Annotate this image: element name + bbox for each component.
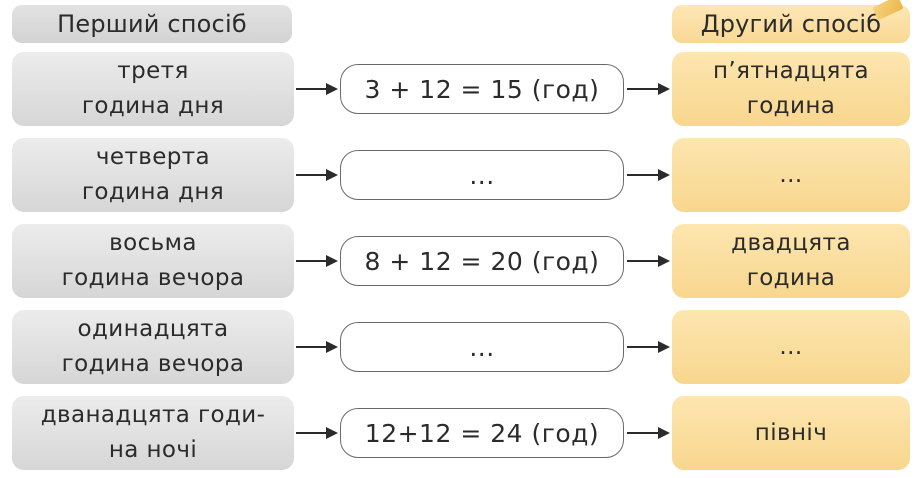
first-method-cell: четверта година дня <box>12 138 294 212</box>
table-row: дванадцята годи- на ночі 12+12 = 24 (год… <box>0 396 917 470</box>
table-row: четверта година дня ... ... <box>0 138 917 212</box>
second-method-cell: двадцята година <box>672 224 910 298</box>
header-second-method: Другий спосіб <box>672 0 910 43</box>
calculation-text: 3 + 12 = 15 (год) <box>364 74 600 104</box>
calculation-text: 8 + 12 = 20 (год) <box>364 246 600 276</box>
arrow-right-icon <box>627 83 670 95</box>
arrow-right-icon <box>627 255 670 267</box>
calculation-box[interactable]: 12+12 = 24 (год) <box>340 408 624 458</box>
calculation-box[interactable]: 3 + 12 = 15 (год) <box>340 64 624 114</box>
table-row: третя година дня 3 + 12 = 15 (год) п’ятн… <box>0 52 917 126</box>
first-method-cell: восьма година вечора <box>12 224 294 298</box>
calculation-box[interactable]: 8 + 12 = 20 (год) <box>340 236 624 286</box>
second-method-text: північ <box>754 419 828 446</box>
table-row: восьма година вечора 8 + 12 = 20 (год) д… <box>0 224 917 298</box>
header-first-method: Перший спосіб <box>12 5 292 43</box>
table-row: одинадцята година вечора ... ... <box>0 310 917 384</box>
second-method-text: ... <box>779 161 803 188</box>
first-method-text: третя година дня <box>81 58 225 119</box>
second-method-cell[interactable]: ... <box>672 310 910 384</box>
arrow-right-icon <box>627 427 670 439</box>
first-method-cell: дванадцята годи- на ночі <box>12 396 294 470</box>
arrow-right-icon <box>296 169 338 181</box>
first-method-text: одинадцята година вечора <box>61 316 245 377</box>
second-method-text: ... <box>779 333 803 360</box>
calculation-text: 12+12 = 24 (год) <box>364 418 600 448</box>
second-method-text: п’ятнадцята година <box>712 58 869 119</box>
first-method-cell: третя година дня <box>12 52 294 126</box>
calculation-text: ... <box>469 160 495 190</box>
arrow-right-icon <box>296 83 338 95</box>
arrow-right-icon <box>627 341 670 353</box>
arrow-right-icon <box>296 255 338 267</box>
first-method-text: восьма година вечора <box>61 230 245 291</box>
corner-decoration-icon <box>872 0 904 21</box>
calculation-text: ... <box>469 332 495 362</box>
first-method-text: дванадцята годи- на ночі <box>40 402 266 463</box>
first-method-cell: одинадцята година вечора <box>12 310 294 384</box>
header-first-method-label: Перший спосіб <box>57 10 247 38</box>
header-second-method-label: Другий спосіб <box>700 10 882 38</box>
arrow-right-icon <box>627 169 670 181</box>
second-method-cell: п’ятнадцята година <box>672 52 910 126</box>
arrow-right-icon <box>296 427 338 439</box>
second-method-cell: північ <box>672 396 910 470</box>
second-method-text: двадцята година <box>731 230 851 291</box>
calculation-box[interactable]: ... <box>340 322 624 372</box>
calculation-box[interactable]: ... <box>340 150 624 200</box>
second-method-cell[interactable]: ... <box>672 138 910 212</box>
first-method-text: четверта година дня <box>81 144 225 205</box>
arrow-right-icon <box>296 341 338 353</box>
